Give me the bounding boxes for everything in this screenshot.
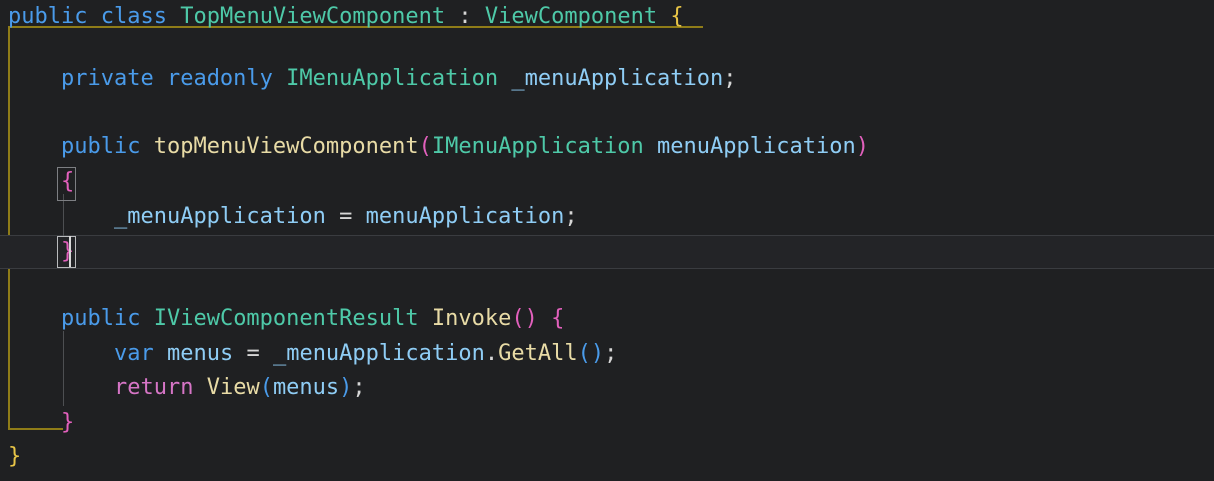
code-token: ;: [564, 204, 578, 229]
code-token: .: [484, 341, 499, 366]
code-token: class: [100, 4, 167, 29]
code-token: ): [590, 341, 605, 366]
code-line[interactable]: public IViewComponentResult Invoke() {: [0, 302, 1214, 336]
code-token: return: [113, 375, 194, 400]
code-token: [87, 4, 100, 29]
code-token: menuApplication: [657, 134, 856, 159]
code-line[interactable]: _menuApplication = menuApplication;: [0, 200, 1214, 234]
code-token: [8, 306, 61, 331]
code-token: =: [246, 341, 260, 366]
code-line-content: private readonly IMenuApplication _menuA…: [0, 62, 737, 96]
code-token: }: [60, 239, 75, 264]
code-token: IMenuApplication: [286, 66, 499, 91]
code-token: [8, 239, 61, 264]
code-token: ;: [723, 66, 737, 91]
code-token: [644, 134, 657, 159]
code-token: }: [8, 444, 22, 469]
code-token: menuApplication: [365, 204, 565, 229]
code-token: [8, 375, 114, 400]
code-token: {: [670, 4, 684, 29]
code-token: {: [60, 169, 75, 194]
code-token: ): [524, 306, 538, 331]
code-token: IViewComponentResult: [153, 306, 419, 331]
code-line-content: return View(menus);: [0, 371, 366, 405]
code-token: ): [339, 375, 353, 400]
code-token: var: [113, 341, 154, 366]
code-line[interactable]: }: [0, 406, 1214, 440]
code-token: [657, 4, 670, 29]
code-token: ;: [604, 341, 618, 366]
code-token: ;: [352, 375, 366, 400]
code-token: :: [458, 4, 472, 29]
code-token: public: [60, 134, 141, 159]
code-token: _menuApplication: [272, 341, 485, 366]
code-token: [8, 134, 61, 159]
code-token: (: [418, 134, 432, 159]
code-token: _menuApplication: [113, 204, 326, 229]
code-token: [326, 204, 339, 229]
code-line-content: {: [0, 165, 74, 199]
code-line-content: public class TopMenuViewComponent : View…: [0, 0, 684, 34]
code-line-content: public IViewComponentResult Invoke() {: [0, 302, 564, 336]
code-line[interactable]: var menus = _menuApplication.GetAll();: [0, 337, 1214, 371]
code-token: ViewComponent: [484, 4, 658, 29]
code-line[interactable]: [0, 96, 1214, 130]
code-line-content: public topMenuViewComponent(IMenuApplica…: [0, 130, 869, 164]
code-line-content: _menuApplication = menuApplication;: [0, 200, 578, 234]
code-token: [273, 66, 286, 91]
code-token: ): [855, 134, 869, 159]
code-token: topMenuViewComponent: [153, 134, 419, 159]
code-token: [352, 204, 365, 229]
code-line-content: }: [0, 406, 74, 440]
code-token: IMenuApplication: [431, 134, 644, 159]
code-token: (: [259, 375, 273, 400]
code-token: GetAll: [498, 341, 578, 366]
code-token: public: [8, 4, 88, 29]
code-token: [8, 204, 114, 229]
code-token: _menuApplication: [511, 66, 724, 91]
code-line[interactable]: public topMenuViewComponent(IMenuApplica…: [0, 130, 1214, 164]
code-token: }: [60, 410, 75, 435]
code-token: [193, 375, 206, 400]
code-line[interactable]: {: [0, 165, 1214, 199]
code-token: Invoke: [431, 306, 512, 331]
code-line[interactable]: [0, 269, 1214, 303]
code-token: public: [60, 306, 141, 331]
code-token: [167, 4, 180, 29]
code-token: private: [60, 66, 154, 91]
code-token: [498, 66, 511, 91]
code-token: [8, 341, 114, 366]
code-token: menus: [166, 341, 234, 366]
code-line-content: }: [0, 235, 74, 269]
code-token: [538, 306, 551, 331]
code-token: [154, 66, 167, 91]
code-token: {: [551, 306, 565, 331]
code-token: (: [577, 341, 591, 366]
code-token: menus: [272, 375, 340, 400]
code-line[interactable]: return View(menus);: [0, 371, 1214, 405]
code-token: [8, 66, 61, 91]
code-token: [445, 4, 458, 29]
code-line[interactable]: }: [0, 440, 1214, 474]
code-token: (: [511, 306, 525, 331]
code-line[interactable]: public class TopMenuViewComponent : View…: [0, 0, 1214, 34]
code-line[interactable]: private readonly IMenuApplication _menuA…: [0, 62, 1214, 96]
code-token: [233, 341, 246, 366]
code-line-content: }: [0, 440, 21, 474]
code-token: [260, 341, 273, 366]
code-token: View: [206, 375, 260, 400]
code-token: [154, 341, 167, 366]
code-token: [8, 169, 61, 194]
code-line-content: var menus = _menuApplication.GetAll();: [0, 337, 617, 371]
code-token: =: [339, 204, 353, 229]
code-token: [140, 306, 153, 331]
code-line[interactable]: }: [0, 235, 1214, 269]
code-token: [472, 4, 485, 29]
code-token: readonly: [166, 66, 273, 91]
code-token: TopMenuViewComponent: [180, 4, 446, 29]
code-token: [8, 410, 61, 435]
code-token: [419, 306, 432, 331]
code-token: [140, 134, 153, 159]
